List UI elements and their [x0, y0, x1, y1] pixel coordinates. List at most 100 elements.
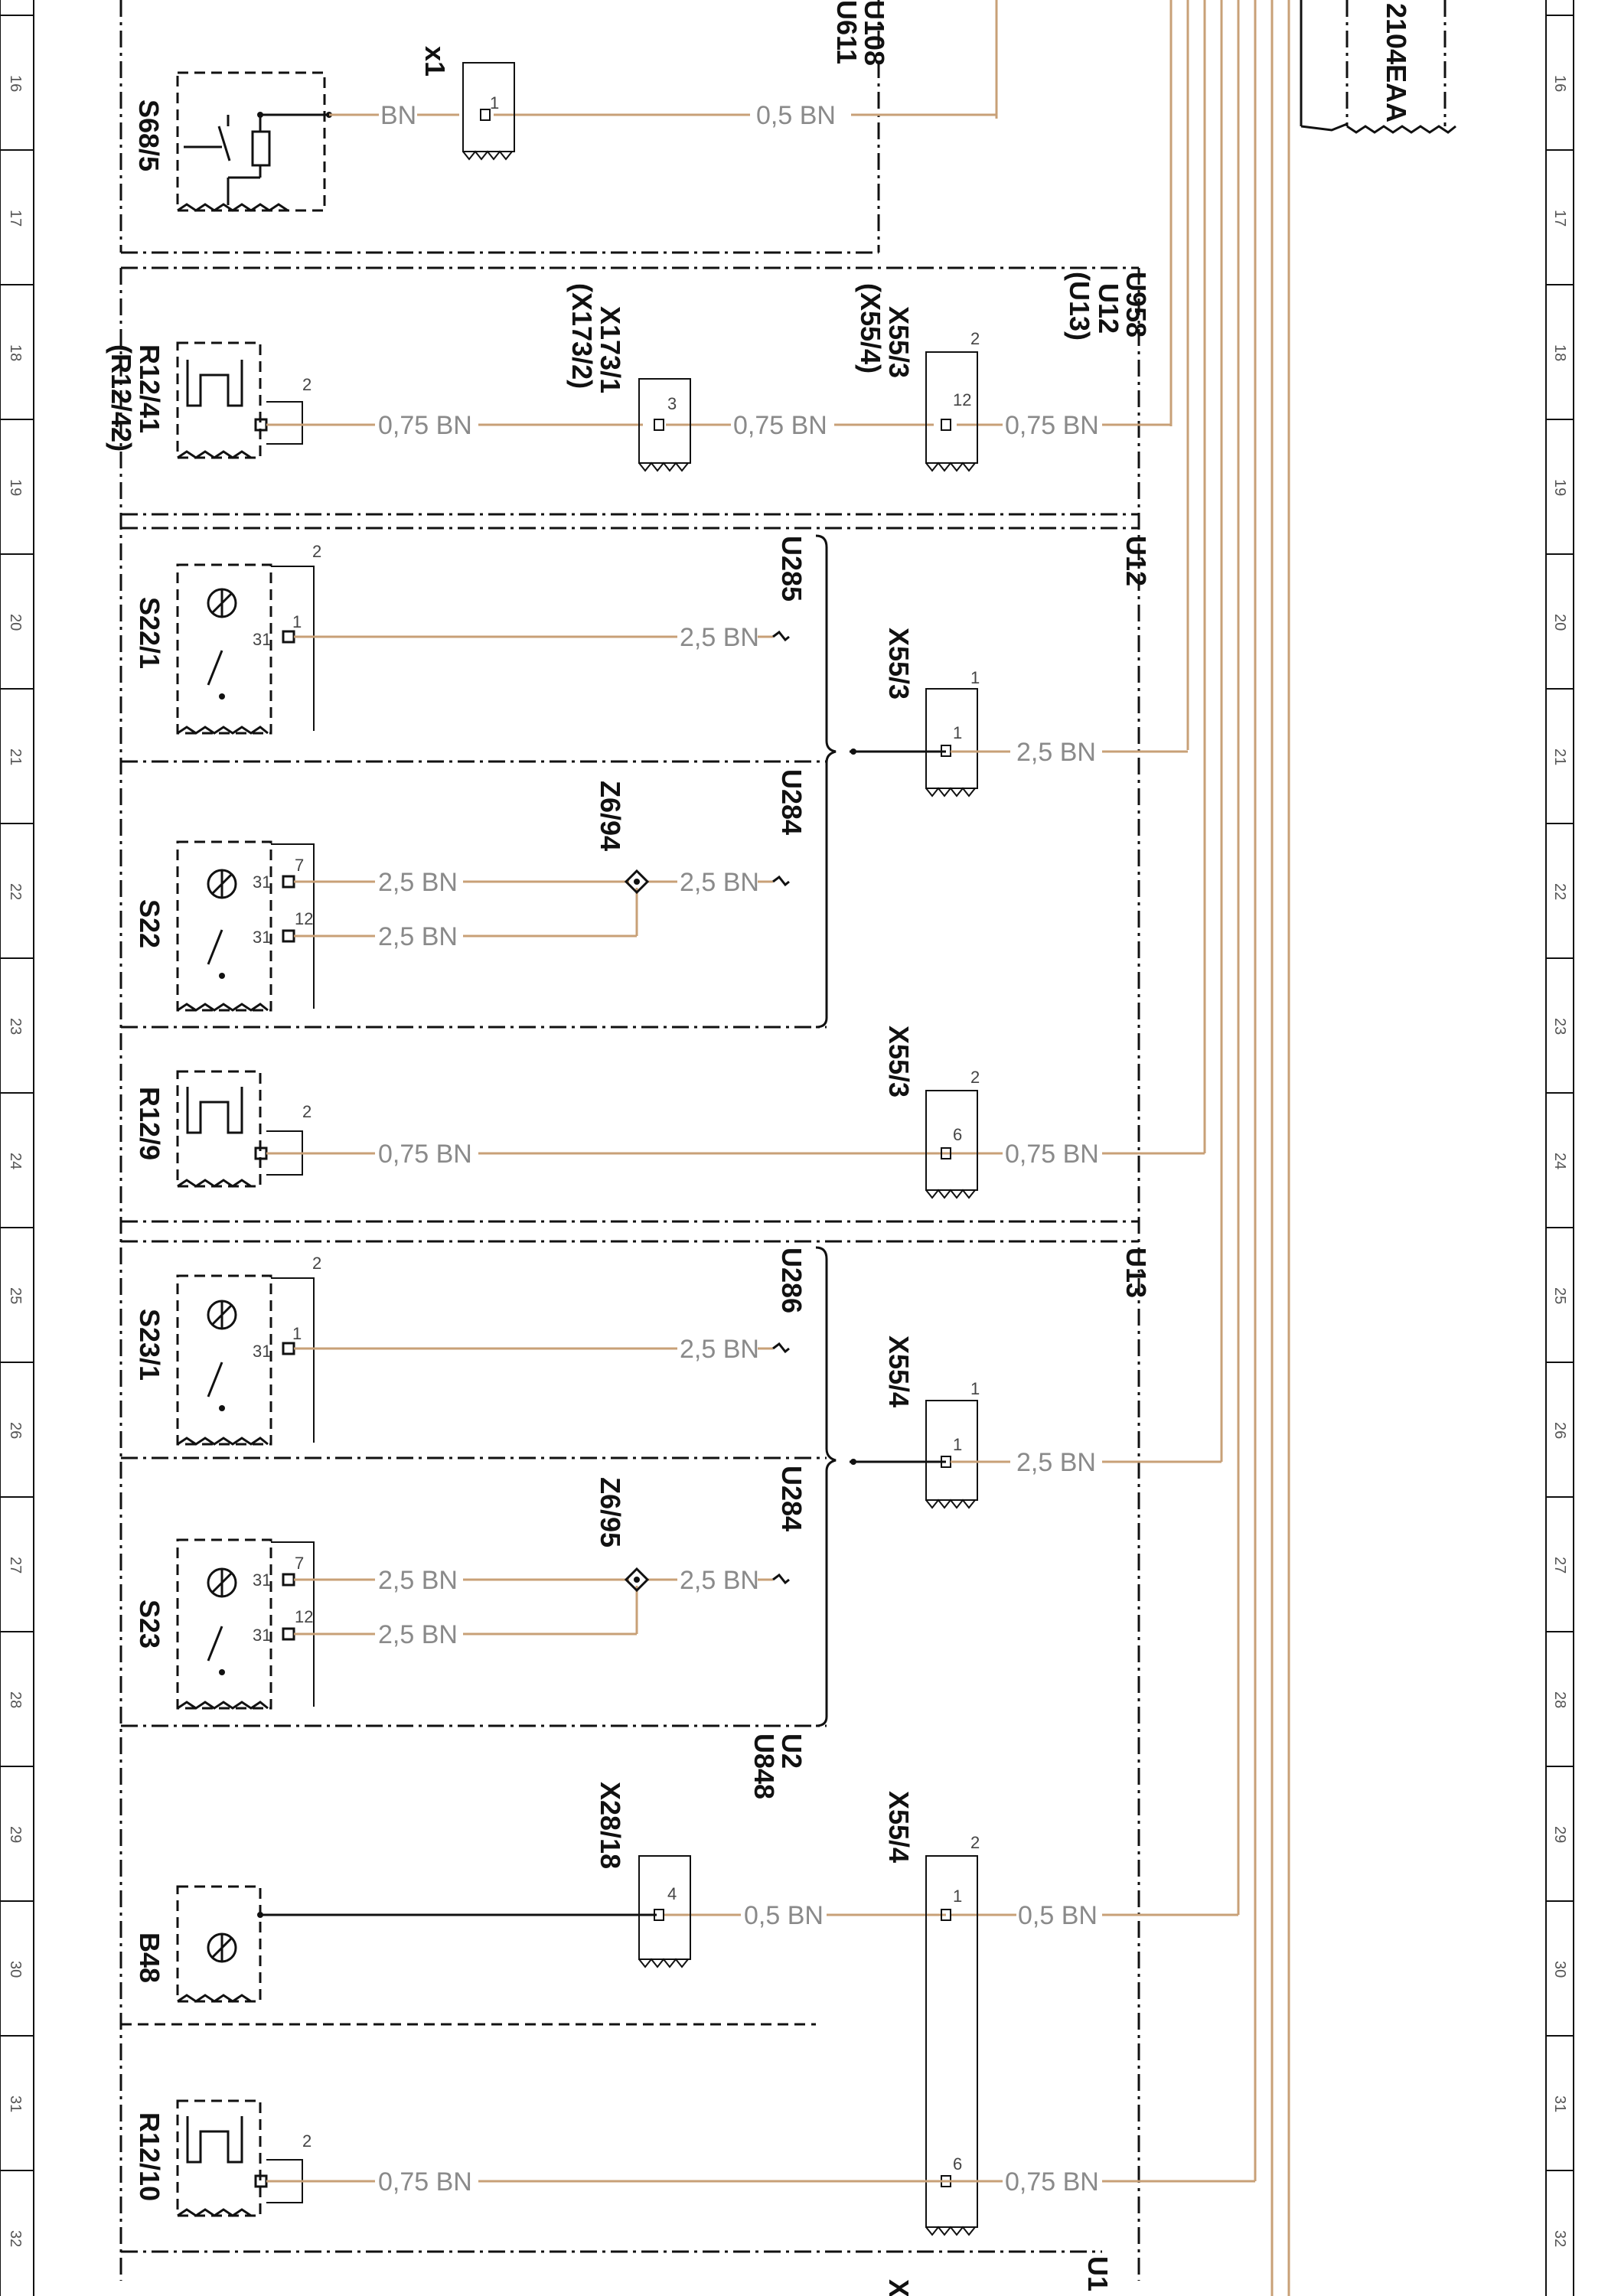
wire-label-s22-b: 2,5 BN [378, 922, 458, 951]
label-u1: U1 [1082, 2256, 1114, 2291]
ruler-number: 20 [7, 614, 24, 631]
switch-s22-1: S22/1 2 31 1 [134, 542, 321, 735]
vertical-bus-wires [995, 0, 1290, 2296]
pin-x55-4-low-6: 6 [953, 2154, 962, 2174]
ruler-number: 24 [7, 1153, 24, 1169]
label-x1: x1 [419, 46, 451, 77]
label-r12-42: (R12/42) [106, 344, 137, 452]
connector-x55-4-mid: X55/4 1 1 [883, 1336, 980, 1509]
pin-s22-1-31: 31 [253, 630, 271, 649]
ruler-number: 31 [1551, 2095, 1568, 2112]
pin-x55-4-low-2: 2 [970, 1833, 980, 1852]
pin-x55-4-mid-1b: 1 [953, 1435, 962, 1454]
pin-x55-3-top-2: 2 [970, 329, 980, 348]
wire-label-r12-10-b: 0,75 BN [1005, 2167, 1099, 2197]
ruler-number: 17 [7, 210, 24, 227]
label-x55-3-low: X55/3 [883, 1026, 915, 1097]
pin-s23-1-1: 1 [292, 1324, 302, 1343]
pin-s23-31a: 31 [253, 1570, 271, 1590]
wire-label-s23-b: 2,5 BN [378, 1620, 458, 1649]
pin-x55-3-top-12: 12 [953, 390, 971, 409]
pin-x55-3-low-2: 2 [970, 1068, 980, 1087]
label-u286: U286 [776, 1247, 807, 1313]
wire-label-s23-c: 2,5 BN [680, 1566, 759, 1595]
pin-s23-7: 7 [295, 1554, 304, 1573]
wire-label-r12-10-a: 0,75 BN [378, 2167, 472, 2197]
title-block: 2104EAA [1300, 0, 1456, 134]
label-r12-41: R12/41 [134, 344, 165, 433]
pin-r12-10-2: 2 [302, 2131, 311, 2151]
label-u12-mid: U12 [1120, 536, 1152, 586]
ruler-number: 23 [7, 1018, 24, 1035]
wire-r12-9: 0,75 BN 0,75 BN [266, 1140, 1205, 1169]
wire-r12-10: 0,75 BN 0,75 BN [266, 2167, 1255, 2197]
ruler-number: 19 [1551, 479, 1568, 496]
heater-r12-41: R12/41 (R12/42) 2 [106, 341, 311, 459]
label-u108: U108 [859, 0, 890, 66]
ruler-number: 22 [7, 883, 24, 900]
switch-s68-5: S68/5 [133, 71, 332, 212]
label-z6-95: Z6/95 [595, 1477, 626, 1548]
splice-z6-94: Z6/94 [595, 781, 650, 895]
label-x-bottom: X [883, 2279, 915, 2296]
ruler-number: 29 [7, 1826, 24, 1843]
wire-s68-to-x1: BN 0,5 BN [329, 101, 996, 130]
pin-s23-31b: 31 [253, 1626, 271, 1645]
wire-label-bn: BN [380, 101, 416, 130]
pin-s23-12: 12 [295, 1607, 313, 1626]
ruler-number: 29 [1551, 1826, 1568, 1843]
connector-x55-3-mid: X55/3 1 1 [883, 628, 980, 797]
label-s68-5: S68/5 [133, 99, 165, 171]
ruler-number: 32 [7, 2230, 24, 2247]
connector-x28-18: X28/18 4 [595, 1782, 691, 1968]
label-s23: S23 [134, 1600, 165, 1649]
wire-s22: 2,5 BN 2,5 BN 2,5 BN [294, 868, 790, 951]
switch-s23: S23 31 7 31 12 [134, 1538, 315, 1710]
label-u284-a: U284 [776, 769, 807, 835]
ruler-number: 30 [7, 1961, 24, 1978]
switch-s22: S22 31 7 31 12 [134, 840, 315, 1012]
wire-x55-4-mid: 2,5 BN [850, 1448, 1221, 1477]
connector-x173-1: X173/1 (X173/2) 3 [566, 283, 691, 472]
label-u13-mid: U13 [1120, 1247, 1152, 1298]
connector-x1: x1 1 [419, 46, 515, 161]
pin-s22-7: 7 [295, 856, 304, 875]
ruler-number: 16 [1551, 75, 1568, 92]
label-b48: B48 [134, 1932, 165, 1983]
pin-s22-31a: 31 [253, 872, 271, 892]
label-s23-1: S23/1 [134, 1309, 165, 1381]
ruler-number: 21 [7, 748, 24, 765]
label-x173-1: X173/1 [595, 306, 626, 393]
label-u12-top: U12 [1093, 283, 1124, 334]
pin-s23-1-31: 31 [253, 1342, 271, 1361]
label-x55-4-mid: X55/4 [883, 1336, 915, 1407]
ruler-number: 26 [1551, 1422, 1568, 1439]
ruler-number: 20 [1551, 614, 1568, 631]
label-z6-94: Z6/94 [595, 781, 626, 851]
pin-x55-4-mid-1a: 1 [970, 1379, 980, 1398]
label-u958: U958 [1120, 272, 1152, 338]
connector-x55-3-low: X55/3 2 6 [883, 1026, 980, 1199]
wire-label-s23-a: 2,5 BN [378, 1566, 458, 1595]
pin-r12-9-2: 2 [302, 1102, 311, 1121]
wire-label-b48-b: 0,5 BN [1018, 1901, 1098, 1930]
wire-label-s22-a: 2,5 BN [378, 868, 458, 897]
wire-label-x55-4-mid: 2,5 BN [1016, 1448, 1096, 1477]
wire-label-r12-41-c: 0,75 BN [1005, 411, 1099, 440]
ruler-number: 24 [1551, 1153, 1568, 1169]
wire-label-s22-c: 2,5 BN [680, 868, 759, 897]
sensor-b48: B48 [134, 1885, 263, 2003]
pin-x55-4-low-1: 1 [953, 1887, 962, 1906]
wire-s22-1: 2,5 BN [294, 623, 790, 652]
ruler-number: 27 [1551, 1557, 1568, 1574]
ruler-number: 27 [7, 1557, 24, 1574]
ruler-number: 17 [1551, 210, 1568, 227]
ruler-number: 19 [7, 479, 24, 496]
ruler-number: 16 [7, 75, 24, 92]
wire-s23-1: 2,5 BN [294, 1335, 790, 1364]
pin-s23-1-2: 2 [312, 1254, 321, 1273]
label-s22-1: S22/1 [134, 597, 165, 669]
pin-r12-41-2: 2 [302, 375, 311, 394]
